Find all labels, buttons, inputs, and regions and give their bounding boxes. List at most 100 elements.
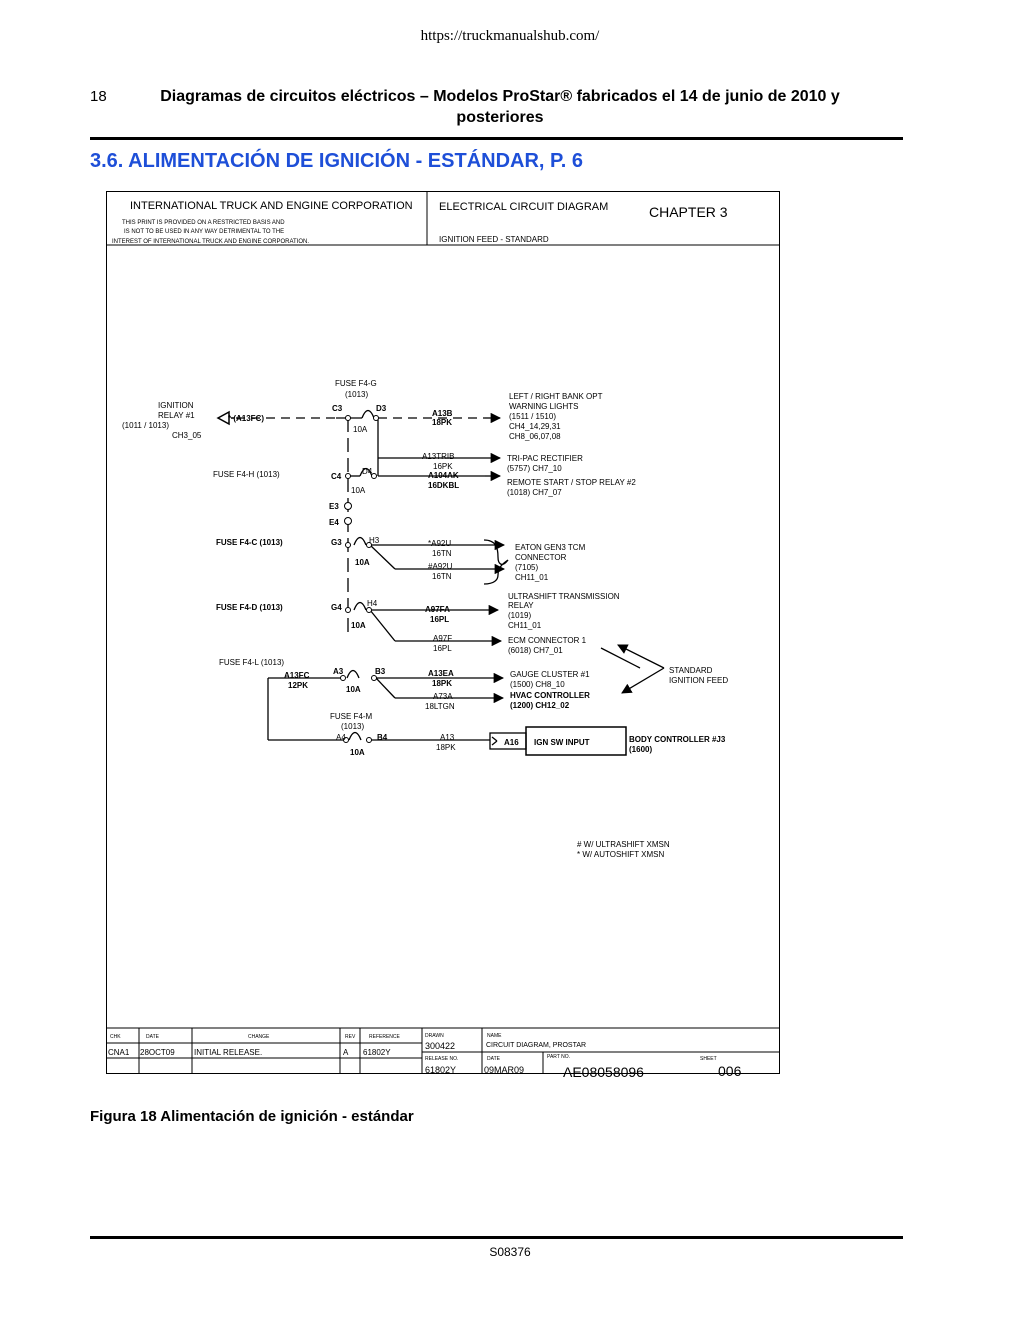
label-a92u-hash-gauge: 16TN <box>432 572 452 581</box>
label-ecm-1: ECM CONNECTOR 1 <box>508 636 587 645</box>
note-autoshift: * W/ AUTOSHIFT XMSN <box>577 850 664 859</box>
label-hvac-1: HVAC CONTROLLER <box>510 691 590 700</box>
terminals <box>340 415 379 743</box>
label-ign-relay-1: IGNITION <box>158 401 194 410</box>
label-ultra-2: RELAY <box>508 601 534 610</box>
drawn-value: 300422 <box>425 1041 455 1051</box>
label-amp-c: 10A <box>355 558 370 567</box>
diagram-type: ELECTRICAL CIRCUIT DIAGRAM <box>439 201 608 213</box>
label-a73a-gauge: 18LTGN <box>425 702 455 711</box>
source-url: https://truckmanualshub.com/ <box>420 28 600 44</box>
label-a73a: A73A <box>433 692 453 701</box>
label-lr-4: CH4_14,29,31 <box>509 422 561 431</box>
label-g3: G3 <box>331 538 342 547</box>
header-drawn: DRAWN <box>425 1033 444 1039</box>
rev-reference: 61802Y <box>363 1048 391 1057</box>
label-remote-1: REMOTE START / STOP RELAY #2 <box>507 478 636 487</box>
section-title: 3.6. ALIMENTACIÓN DE IGNICIÓN - ESTÁNDAR… <box>90 150 584 172</box>
label-amp-m: 10A <box>350 748 365 757</box>
label-hvac-2: (1200) CH12_02 <box>510 701 570 710</box>
footer-rule <box>90 1236 903 1239</box>
label-b3: B3 <box>375 667 386 676</box>
rev-header-chk: CHK <box>110 1034 121 1040</box>
label-g4: G4 <box>331 603 342 612</box>
label-a92u-star-gauge: 16TN <box>432 549 452 558</box>
label-lr-3: (1511 / 1510) <box>509 412 556 421</box>
label-e4: E4 <box>329 518 339 527</box>
label-fuse-f4h: FUSE F4-H (1013) <box>213 470 280 479</box>
label-a13trib-gauge: 16PK <box>433 462 453 471</box>
label-eaton-3: (7105) <box>515 563 538 572</box>
label-ecm-2: (6018) CH7_01 <box>508 646 563 655</box>
label-e3: E3 <box>329 502 339 511</box>
label-a13b-gauge: 18PK <box>432 418 452 427</box>
rev-value: A <box>343 1048 349 1057</box>
relay-connector-icon <box>216 410 230 426</box>
label-a13fc-wire: A13FC <box>284 671 310 680</box>
label-std-2: IGNITION FEED <box>669 676 728 685</box>
name-value: CIRCUIT DIAGRAM, PROSTAR <box>486 1042 586 1049</box>
label-b4: B4 <box>377 733 388 742</box>
label-remote-2: (1018) CH7_07 <box>507 488 562 497</box>
rev-header-rev: REV <box>345 1034 356 1040</box>
chapter-label: CHAPTER 3 <box>649 204 728 220</box>
label-a92u-hash: #A92U <box>428 562 453 571</box>
label-a97fa: A97FA <box>425 605 450 614</box>
label-eaton-1: EATON GEN3 TCM <box>515 543 586 552</box>
label-fuse-f4l: FUSE F4-L (1013) <box>219 658 284 667</box>
body-controller-connector <box>489 726 627 756</box>
label-a97f: A97F <box>433 634 452 643</box>
document-header-title: Diagramas de circuitos eléctricos – Mode… <box>160 88 840 126</box>
header-part: PART NO. <box>547 1054 570 1060</box>
notice-line-3: INTEREST OF INTERNATIONAL TRUCK AND ENGI… <box>112 239 309 245</box>
date2-value: 09MAR09 <box>484 1065 524 1075</box>
label-a13fc-connector: * (A13FC) <box>228 414 264 423</box>
label-a104ak: A104AK <box>428 471 459 480</box>
header-sheet: SHEET <box>700 1056 717 1062</box>
label-amp-g: 10A <box>353 425 368 434</box>
label-fuse-f4m: FUSE F4-M <box>330 712 373 721</box>
label-a13: A13 <box>440 733 455 742</box>
label-tripac-1: TRI-PAC RECTIFIER <box>507 454 583 463</box>
rev-date: 28OCT09 <box>140 1048 175 1057</box>
label-ign-relay-3: (1011 / 1013) <box>122 421 169 430</box>
diagram-frame <box>106 191 780 1074</box>
label-tripac-2: (5757) CH7_10 <box>507 464 562 473</box>
label-fuse-f4c: FUSE F4-C (1013) <box>216 538 283 547</box>
label-body-2: (1600) <box>629 745 652 754</box>
label-eaton-2: CONNECTOR <box>515 553 567 562</box>
label-a4: A4 <box>336 733 346 742</box>
label-fuse-f4d: FUSE F4-D (1013) <box>216 603 283 612</box>
label-a3: A3 <box>333 667 344 676</box>
part-value: AE08058096 <box>563 1064 644 1080</box>
header-date2: DATE <box>487 1056 501 1062</box>
label-c4: C4 <box>331 472 342 481</box>
label-a13b: A13B <box>432 409 453 418</box>
label-lr-2: WARNING LIGHTS <box>509 402 578 411</box>
company-name: INTERNATIONAL TRUCK AND ENGINE CORPORATI… <box>130 200 413 212</box>
header-release: RELEASE NO. <box>425 1056 458 1062</box>
label-eaton-4: CH11_01 <box>515 573 549 582</box>
label-a13ea-gauge: 18PK <box>432 679 452 688</box>
label-amp-h: 10A <box>351 486 366 495</box>
rev-change: INITIAL RELEASE. <box>194 1048 262 1057</box>
diagram-subtitle: IGNITION FEED - STANDARD <box>439 235 549 244</box>
label-a13-gauge: 18PK <box>436 743 456 752</box>
label-a97fa-gauge: 16PL <box>430 615 449 624</box>
header-name: NAME <box>487 1033 502 1039</box>
sheet-value: 006 <box>718 1063 742 1079</box>
rev-header-change: CHANGE <box>248 1034 270 1040</box>
label-body-1: BODY CONTROLLER #J3 <box>629 735 726 744</box>
label-a92u-star: *A92U <box>428 539 451 548</box>
label-a104ak-gauge: 16DKBL <box>428 481 459 490</box>
wiring <box>236 409 665 741</box>
label-ign-sw-input: IGN SW INPUT <box>534 738 590 747</box>
label-gauge-2: (1500) CH8_10 <box>510 680 565 689</box>
figure-caption: Figura 18 Alimentación de ignición - est… <box>90 1108 414 1125</box>
release-value: 61802Y <box>425 1065 456 1075</box>
label-ultra-3: (1019) <box>508 611 531 620</box>
page-number: 18 <box>90 88 107 105</box>
label-amp-l: 10A <box>346 685 361 694</box>
label-a13ea: A13EA <box>428 669 454 678</box>
